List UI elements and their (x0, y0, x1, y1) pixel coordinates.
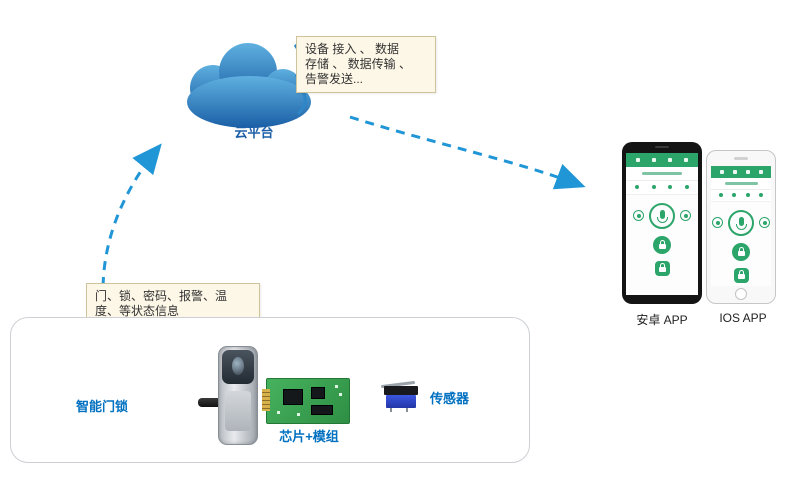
unlock-button (654, 260, 670, 276)
ios-app-screen (711, 166, 771, 286)
lock-camera (232, 357, 244, 375)
speaker-icon (712, 217, 723, 229)
unlock-button (733, 267, 749, 283)
lock-icon (737, 270, 745, 280)
android-phone (622, 142, 702, 304)
lock-keypad (225, 391, 251, 431)
cloud-icon (187, 43, 313, 128)
app-tabs (626, 180, 698, 195)
mic-button (649, 202, 675, 229)
chip-module-image (262, 378, 350, 424)
pcb-chip (311, 405, 333, 415)
lock-icon (658, 239, 666, 249)
lock-button (653, 235, 671, 254)
pcb-chip (311, 387, 325, 399)
speaker-icon (633, 210, 644, 222)
app-title-text (724, 181, 758, 185)
android-app-screen (626, 153, 698, 295)
cloud-platform-label: 云平台 (234, 125, 274, 140)
app-main-area (711, 201, 771, 286)
sensor-label: 传感器 (430, 391, 470, 406)
mic-row (626, 202, 698, 229)
lock-icon (658, 263, 666, 273)
sensor-image (380, 380, 422, 412)
lock-button (732, 242, 750, 261)
cloud-capabilities-note: 设备 接入 、 数据 存储 、 数据传输 、 告警发送... (296, 36, 436, 93)
lock-body (218, 346, 258, 445)
sensor-switch (384, 386, 418, 395)
smart-lock-label: 智能门锁 (76, 399, 129, 414)
app-titlebar (711, 178, 771, 190)
app-tabs (711, 189, 771, 202)
ios-phone (706, 150, 776, 304)
lock-reader-panel (222, 350, 254, 384)
mic-button (728, 209, 754, 236)
app-title-text (642, 172, 682, 176)
lock-icon (737, 246, 745, 256)
android-app-label: 安卓 APP (636, 313, 688, 327)
mic-icon (656, 210, 668, 224)
app-statusbar (711, 166, 771, 178)
downlink-arrow (349, 115, 586, 190)
chip-module-label: 芯片+模组 (279, 429, 339, 444)
pcb-chip (283, 389, 303, 405)
pcb-connector (262, 389, 270, 411)
app-titlebar (626, 167, 698, 181)
app-statusbar (626, 153, 698, 168)
app-main-area (626, 194, 698, 295)
smart-lock-image (198, 346, 260, 446)
mic-row (711, 209, 771, 236)
mic-icon (735, 217, 747, 231)
ios-app-label: IOS APP (719, 311, 767, 325)
settings-icon (680, 210, 691, 222)
sensor-body (386, 395, 416, 408)
settings-icon (759, 217, 770, 229)
